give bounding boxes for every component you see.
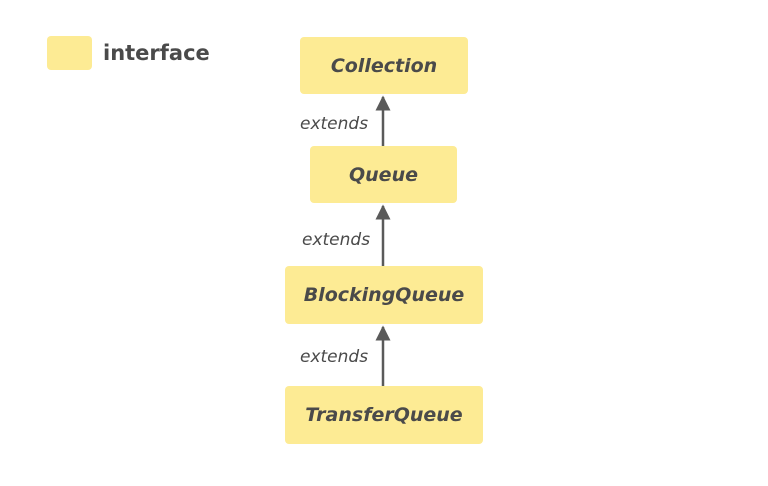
node-transfer-queue: TransferQueue	[285, 386, 483, 444]
node-collection-label: Collection	[330, 54, 438, 77]
node-blocking-queue: BlockingQueue	[285, 266, 483, 324]
edge-label-transferqueue-extends-blockingqueue: extends	[300, 347, 369, 367]
legend-label: interface	[103, 41, 210, 65]
node-blocking-queue-label: BlockingQueue	[303, 284, 465, 306]
edge-label-blockingqueue-extends-queue: extends	[302, 230, 371, 250]
node-transfer-queue-label: TransferQueue	[305, 404, 463, 426]
edge-label-queue-extends-collection: extends	[300, 114, 369, 134]
node-queue-label: Queue	[349, 163, 418, 186]
node-collection: Collection	[300, 37, 468, 94]
legend-swatch	[47, 36, 92, 70]
node-queue: Queue	[310, 146, 457, 203]
